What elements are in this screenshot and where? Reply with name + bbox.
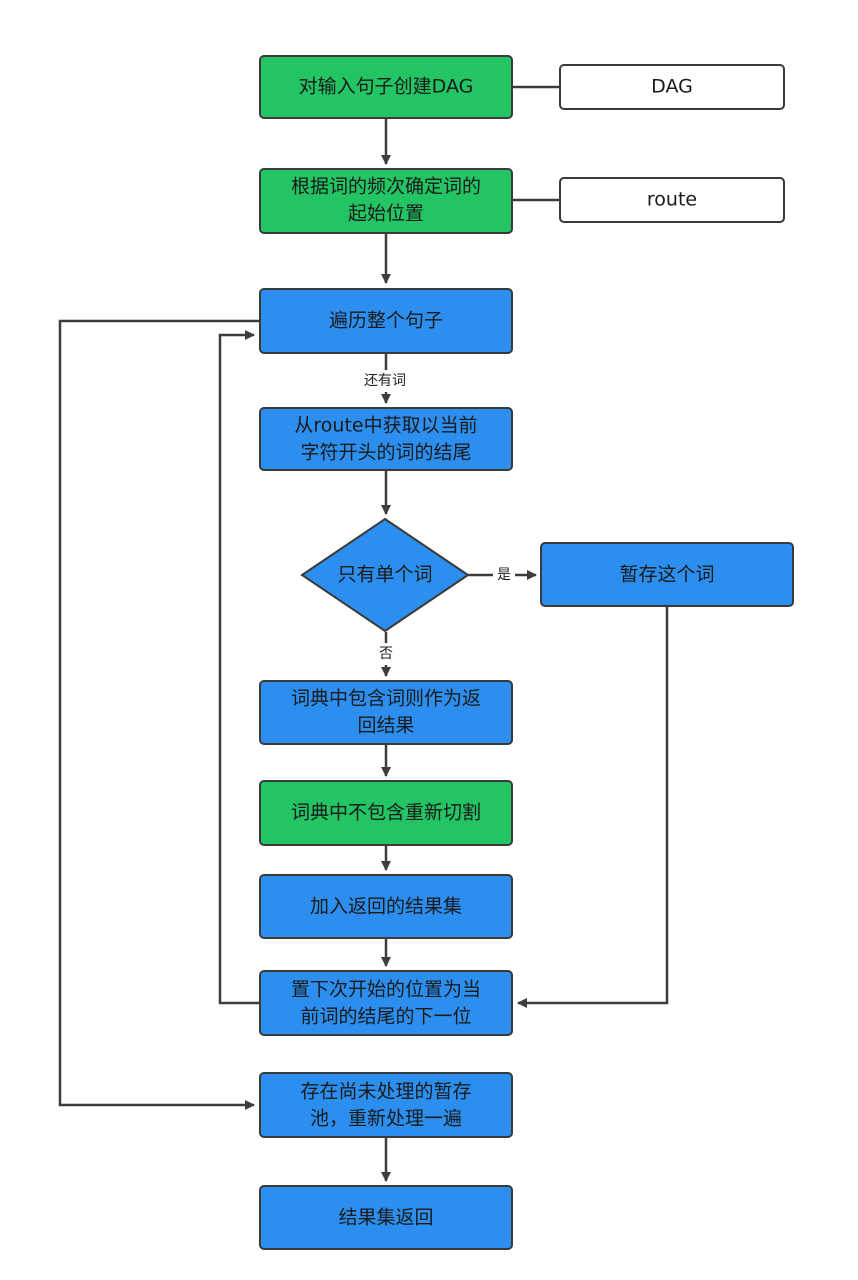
node-dict-not-contains: 词典中不包含重新切割 bbox=[259, 780, 513, 846]
node-get-word-end-shape bbox=[259, 407, 513, 471]
node-dict-contains: 词典中包含词则作为返 回结果 bbox=[259, 680, 513, 745]
node-dag-output-label: DAG bbox=[651, 76, 693, 98]
edge-label-has-more: 还有词 bbox=[364, 373, 406, 389]
edge-label-no: 否 bbox=[379, 646, 393, 662]
node-cache-word-label: 暂存这个词 bbox=[619, 564, 714, 586]
node-route-by-freq: 根据词的频次确定词的 起始位置 bbox=[259, 168, 513, 234]
edge-label-bg-no bbox=[375, 643, 397, 665]
node-add-result-shape bbox=[259, 874, 513, 939]
node-set-next-start-label-2: 前词的结尾的下一位 bbox=[300, 1006, 471, 1028]
node-route-output-label: route bbox=[647, 189, 697, 211]
connectors bbox=[58, 85, 669, 1182]
node-single-word-decision-label: 只有单个词 bbox=[337, 564, 432, 586]
node-process-cache-label-2: 池，重新处理一遍 bbox=[310, 1108, 462, 1130]
node-create-dag-shape bbox=[259, 55, 513, 119]
node-dict-not-contains-shape bbox=[259, 780, 513, 846]
edge-label-bg-has-more bbox=[354, 370, 416, 392]
node-get-word-end: 从route中获取以当前 字符开头的词的结尾 bbox=[259, 407, 513, 471]
node-dict-not-contains-label: 词典中不包含重新切割 bbox=[291, 802, 481, 824]
node-dict-contains-label-1: 词典中包含词则作为返 bbox=[291, 688, 481, 710]
node-dag-output: DAG bbox=[559, 64, 785, 110]
node-route-output: route bbox=[559, 177, 785, 223]
node-set-next-start-label-1: 置下次开始的位置为当 bbox=[291, 979, 481, 1001]
node-return-result-shape bbox=[259, 1185, 513, 1250]
node-dict-contains-shape bbox=[259, 680, 513, 745]
node-set-next-start: 置下次开始的位置为当 前词的结尾的下一位 bbox=[259, 970, 513, 1036]
node-get-word-end-label-2: 字符开头的词的结尾 bbox=[300, 442, 471, 464]
node-route-by-freq-label-2: 起始位置 bbox=[348, 203, 424, 225]
node-get-word-end-label-1: 从route中获取以当前 bbox=[294, 415, 477, 437]
node-route-output-shape bbox=[559, 177, 785, 223]
node-return-result-label: 结果集返回 bbox=[338, 1207, 433, 1229]
node-traverse: 遍历整个句子 bbox=[259, 288, 513, 354]
edge-label-yes: 是 bbox=[497, 567, 511, 583]
node-route-by-freq-label-1: 根据词的频次确定词的 bbox=[291, 176, 481, 198]
edge-cache-to-setnext bbox=[517, 606, 669, 1008]
node-single-word-decision: 只有单个词 bbox=[300, 517, 470, 633]
node-process-cache-label-1: 存在尚未处理的暂存 bbox=[300, 1081, 471, 1103]
node-create-dag-label: 对输入句子创建DAG bbox=[299, 76, 474, 98]
node-cache-word-shape bbox=[540, 542, 794, 607]
node-single-word-decision-shape bbox=[300, 517, 470, 633]
node-return-result: 结果集返回 bbox=[259, 1185, 513, 1250]
node-route-by-freq-shape bbox=[259, 168, 513, 234]
node-traverse-label: 遍历整个句子 bbox=[329, 310, 443, 332]
node-process-cache: 存在尚未处理的暂存 池，重新处理一遍 bbox=[259, 1072, 513, 1138]
node-dag-output-shape bbox=[559, 64, 785, 110]
node-add-result: 加入返回的结果集 bbox=[259, 874, 513, 939]
node-process-cache-shape bbox=[259, 1072, 513, 1138]
node-cache-word: 暂存这个词 bbox=[540, 542, 794, 607]
node-set-next-start-shape bbox=[259, 970, 513, 1036]
node-create-dag: 对输入句子创建DAG bbox=[259, 55, 513, 119]
node-dict-contains-label-2: 回结果 bbox=[357, 715, 414, 737]
node-traverse-shape bbox=[259, 288, 513, 354]
edge-traverse-done bbox=[58, 319, 260, 1110]
edge-loop-back bbox=[218, 330, 260, 1005]
edge-label-bg-yes bbox=[493, 565, 515, 585]
node-add-result-label: 加入返回的结果集 bbox=[310, 896, 462, 918]
